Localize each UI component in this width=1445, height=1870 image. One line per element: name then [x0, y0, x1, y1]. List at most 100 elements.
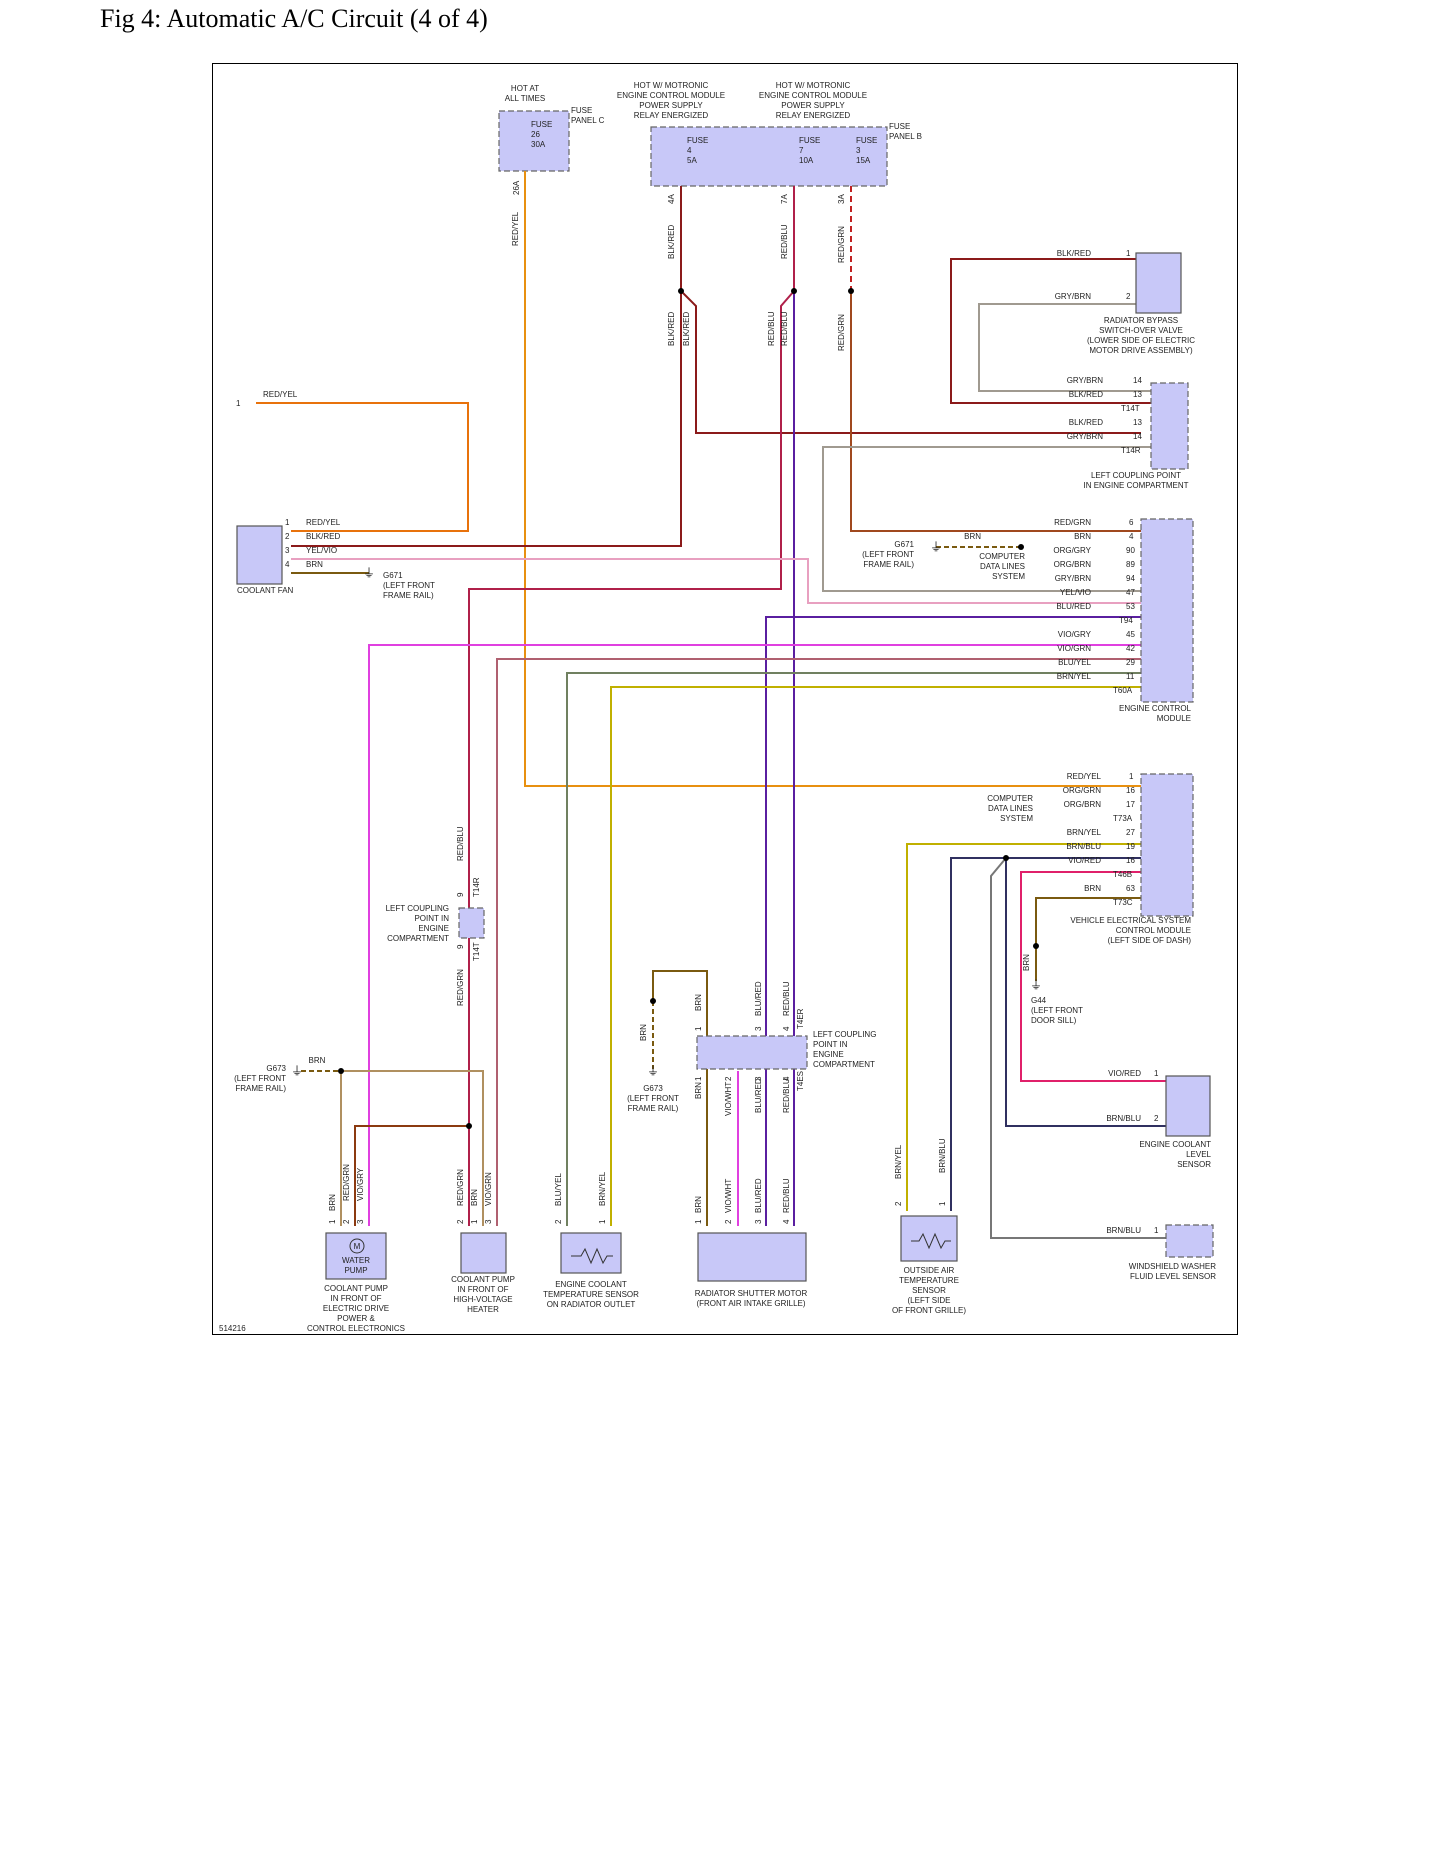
- data_lines-line-2: SYSTEM: [1000, 814, 1033, 823]
- fuse_panels-b-line-1: PANEL B: [889, 132, 922, 141]
- connectors-t73a: T73A: [1113, 814, 1133, 823]
- components-coolant_pump_electric-line-1: IN FRONT OF: [331, 1294, 382, 1303]
- wires-brn: BRN: [1084, 884, 1101, 893]
- wires-brn_blu: BRN/BLU: [1106, 1114, 1141, 1123]
- fuses-2-lines-line-1: 7: [799, 146, 804, 155]
- wire-gry-brn-bypass: [978, 303, 1151, 392]
- pins-four: 4: [1129, 532, 1134, 541]
- components-shutter_motor-line-1: (FRONT AIR INTAKE GRILLE): [696, 1299, 805, 1308]
- fuses-1-lines-line-2: 5A: [687, 156, 697, 165]
- components-left_coupling_top-line-1: IN ENGINE COMPARTMENT: [1083, 481, 1188, 490]
- pins-two: 2: [894, 1201, 903, 1206]
- coolant-level-sensor: [1165, 1075, 1211, 1137]
- pins-one: 1: [694, 1076, 703, 1081]
- wires-blu_yel: BLU/YEL: [554, 1173, 563, 1206]
- power-hot_motronic_b-line-3: RELAY ENERGIZED: [776, 111, 851, 120]
- pins-two: 2: [342, 1219, 351, 1224]
- components-coolant_pump_heater-line-3: HEATER: [467, 1305, 499, 1314]
- pins-ninetyfour: 94: [1126, 574, 1135, 583]
- wires-brn: BRN: [306, 560, 323, 569]
- wires-blu_red: BLU/RED: [754, 1078, 763, 1113]
- pins-nine: 9: [456, 892, 465, 897]
- fuse-panel-b: [650, 126, 888, 187]
- pins-three: 3: [754, 1076, 763, 1081]
- wires-red_yel: RED/YEL: [1067, 772, 1102, 781]
- wires-brn: BRN: [694, 1082, 703, 1099]
- pins-one: 1: [328, 1219, 337, 1224]
- wires-blk_red: BLK/RED: [682, 312, 691, 346]
- power-hot_motronic_a-line-2: POWER SUPPLY: [639, 101, 703, 110]
- pins-eightynine: 89: [1126, 560, 1135, 569]
- data_lines-line-1: DATA LINES: [988, 804, 1033, 813]
- power-hot_motronic_a-line-3: RELAY ENERGIZED: [634, 111, 709, 120]
- connectors-t14t: T14T: [472, 942, 481, 961]
- wire-brn-vescm-ground: [1035, 897, 1141, 981]
- wires-vio_red: VIO/RED: [1108, 1069, 1141, 1078]
- grounds-g671_fan-line-1: (LEFT FRONT: [383, 581, 435, 590]
- connectors-t4es: T4ES: [796, 1071, 805, 1091]
- wire-brn-yel-vescm: [906, 843, 1141, 1211]
- wire-vio-grn-ecm: [496, 658, 1141, 1226]
- wires-brn: BRN: [639, 1024, 648, 1041]
- pins-fortytwo: 42: [1126, 644, 1135, 653]
- connectors-t14t: T14T: [1121, 404, 1140, 413]
- wires-brn_blu: BRN/BLU: [1106, 1226, 1141, 1235]
- power-hot_motronic_b-line-0: HOT W/ MOTRONIC: [776, 81, 851, 90]
- components-coolant_pump_electric-line-0: COOLANT PUMP: [324, 1284, 388, 1293]
- wires-brn: BRN: [1022, 954, 1031, 971]
- pins-one: 1: [470, 1219, 479, 1224]
- fuse_panels-b-line-0: FUSE: [889, 122, 910, 131]
- wire-red-grn: [850, 291, 1141, 532]
- wires-gry_brn: GRY/BRN: [1067, 432, 1104, 441]
- pins-two: 2: [724, 1076, 733, 1081]
- wires-org_brn: ORG/BRN: [1054, 560, 1092, 569]
- wires-brn: BRN: [328, 1194, 337, 1211]
- pins-sixteen: 16: [1126, 856, 1135, 865]
- left-coupling-shutter: [696, 1035, 808, 1070]
- components-coolant_temp-line-2: ON RADIATOR OUTLET: [547, 1300, 636, 1309]
- wires-vio_gry: VIO/GRY: [356, 1167, 365, 1201]
- pins-two: 2: [724, 1219, 733, 1224]
- wire-blu-red-ecm: [765, 616, 1141, 1226]
- fuses-0-pin: 26A: [512, 180, 521, 195]
- wire-red-yel-fuse26: [524, 171, 1141, 787]
- grounds-g671_fan-line-0: G671: [383, 571, 403, 580]
- wires-red_grn: RED/GRN: [1054, 518, 1091, 527]
- wire-blk-red-fuse4: [291, 186, 682, 547]
- wire-vio-gry-ecm: [368, 644, 1141, 1226]
- grounds-g44-line-0: G44: [1031, 996, 1047, 1005]
- fuses-2-pin: 7A: [780, 194, 789, 204]
- wires-blu_red: BLU/RED: [754, 981, 763, 1016]
- pins-four: 4: [285, 560, 290, 569]
- grounds-g671_ecm-line-2: FRAME RAIL): [863, 560, 914, 569]
- pins-one: 1: [694, 1219, 703, 1224]
- fuses-0-lines-line-1: 26: [531, 130, 540, 139]
- components-coolant_pump_electric-line-4: CONTROL ELECTRONICS: [307, 1324, 405, 1333]
- grounds-g673_left-line-0: G673: [266, 1064, 286, 1073]
- pins-six: 6: [1129, 518, 1134, 527]
- fuses-2-lines-line-2: 10A: [799, 156, 814, 165]
- components-coolant_fan: COOLANT FAN: [237, 586, 294, 595]
- wires-vio_grn: VIO/GRN: [1057, 644, 1091, 653]
- components-water_pump-line-0: WATER: [342, 1256, 370, 1265]
- components-left_coupling_shutter-line-3: COMPARTMENT: [813, 1060, 875, 1069]
- components-vescm-line-2: (LEFT SIDE OF DASH): [1108, 936, 1192, 945]
- fuse-panel-c: [498, 110, 570, 172]
- radiator-bypass-valve: [1135, 252, 1182, 314]
- components-outside_air-line-3: (LEFT SIDE: [908, 1296, 951, 1305]
- wires-blu_red: BLU/RED: [1056, 602, 1091, 611]
- components-outside_air-line-0: OUTSIDE AIR: [904, 1266, 955, 1275]
- components-coolant_temp-line-0: ENGINE COOLANT: [555, 1280, 627, 1289]
- wires-brn_yel: BRN/YEL: [598, 1171, 607, 1206]
- wires-gry_brn: GRY/BRN: [1067, 376, 1104, 385]
- wire-brn-blu-outside: [950, 857, 1006, 1211]
- components-left_coupling_mid-line-0: LEFT COUPLING: [386, 904, 449, 913]
- wire-brn-blu-washer: [990, 857, 1166, 1239]
- components-ecm-line-1: MODULE: [1157, 714, 1191, 723]
- wires-brn: BRN: [309, 1056, 326, 1065]
- data_lines-line-0: COMPUTER: [987, 794, 1033, 803]
- wire-gry-brn-t14r: [822, 446, 1151, 592]
- wires-red_grn: RED/GRN: [342, 1164, 351, 1201]
- washer-fluid-sensor: [1165, 1224, 1214, 1258]
- power-hot_motronic_b-line-2: POWER SUPPLY: [781, 101, 845, 110]
